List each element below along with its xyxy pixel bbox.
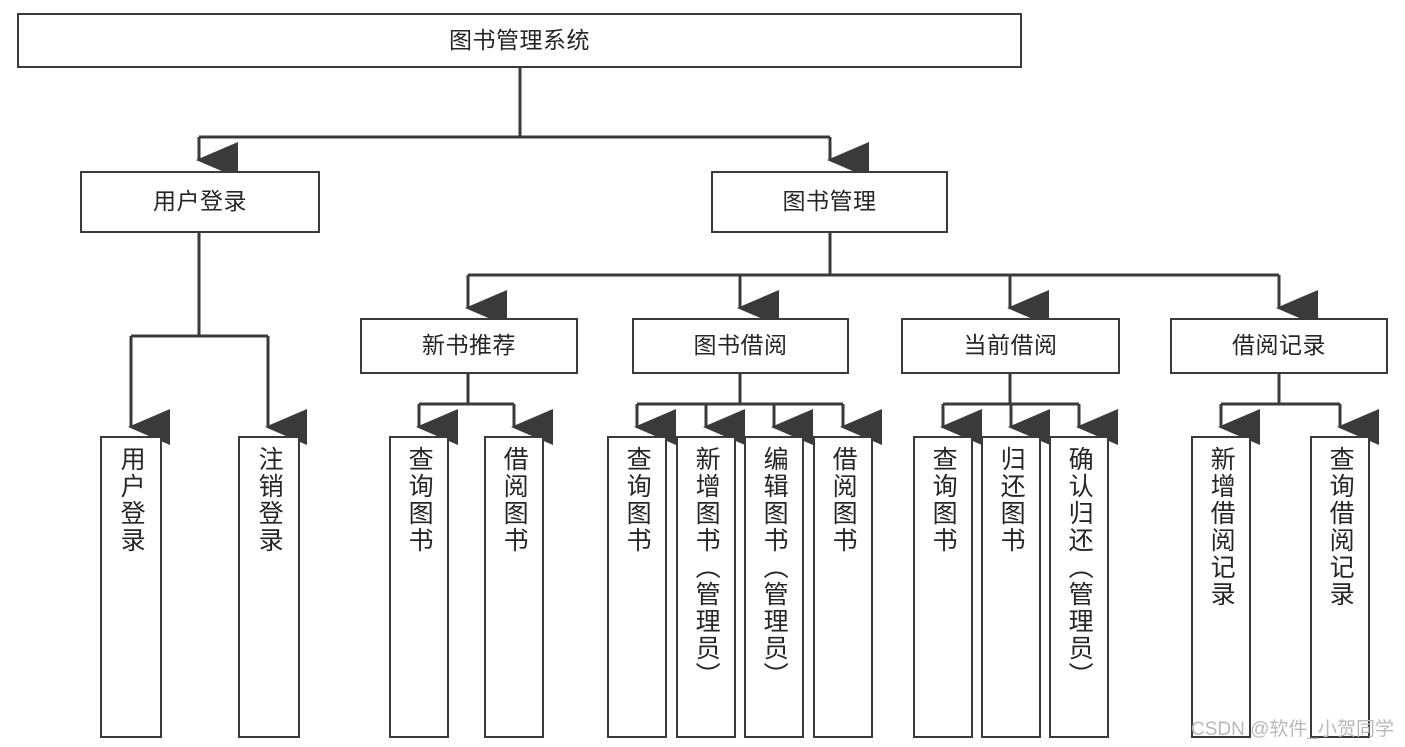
node-user-login-label: 用户登录 xyxy=(153,188,247,215)
node-book-manage-label: 图书管理 xyxy=(782,188,877,215)
node-leaf-borrow-book-1[interactable]: 借阅图书 xyxy=(484,436,544,738)
node-leaf-add-book-label: 新增图书（管理员） xyxy=(692,446,721,689)
node-book-borrow[interactable]: 图书借阅 xyxy=(632,318,849,374)
node-book-borrow-label: 图书借阅 xyxy=(693,332,788,359)
node-leaf-query-book-3[interactable]: 查询图书 xyxy=(913,436,973,738)
node-leaf-add-book[interactable]: 新增图书（管理员） xyxy=(676,436,736,738)
node-leaf-confirm-return[interactable]: 确认归还（管理员） xyxy=(1049,436,1109,738)
node-leaf-query-book-1-label: 查询图书 xyxy=(405,446,434,554)
node-leaf-return-book[interactable]: 归还图书 xyxy=(981,436,1041,738)
node-leaf-user-logout-label: 注销登录 xyxy=(255,446,284,554)
node-leaf-query-book-2[interactable]: 查询图书 xyxy=(607,436,667,738)
node-leaf-query-record-label: 查询借阅记录 xyxy=(1326,446,1355,608)
node-root[interactable]: 图书管理系统 xyxy=(17,13,1022,68)
node-leaf-borrow-book-2[interactable]: 借阅图书 xyxy=(813,436,873,738)
node-current-borrow-label: 当前借阅 xyxy=(963,332,1058,359)
node-borrow-record-label: 借阅记录 xyxy=(1232,332,1326,359)
node-current-borrow[interactable]: 当前借阅 xyxy=(901,318,1120,374)
node-new-book-recommend-label: 新书推荐 xyxy=(422,332,516,359)
node-leaf-query-record[interactable]: 查询借阅记录 xyxy=(1310,436,1370,738)
node-leaf-query-book-1[interactable]: 查询图书 xyxy=(389,436,449,738)
node-leaf-edit-book-label: 编辑图书（管理员） xyxy=(760,446,789,689)
node-user-login[interactable]: 用户登录 xyxy=(80,171,320,233)
node-leaf-query-book-2-label: 查询图书 xyxy=(623,446,652,554)
node-leaf-edit-book[interactable]: 编辑图书（管理员） xyxy=(744,436,804,738)
node-borrow-record[interactable]: 借阅记录 xyxy=(1170,318,1388,374)
node-leaf-return-book-label: 归还图书 xyxy=(997,446,1026,554)
node-leaf-user-login[interactable]: 用户登录 xyxy=(100,436,162,738)
node-leaf-confirm-return-label: 确认归还（管理员） xyxy=(1065,446,1094,689)
node-leaf-add-record[interactable]: 新增借阅记录 xyxy=(1191,436,1251,738)
node-new-book-recommend[interactable]: 新书推荐 xyxy=(360,318,578,374)
node-leaf-user-logout[interactable]: 注销登录 xyxy=(238,436,300,738)
node-leaf-user-login-label: 用户登录 xyxy=(117,446,146,554)
node-leaf-add-record-label: 新增借阅记录 xyxy=(1207,446,1236,608)
node-book-manage[interactable]: 图书管理 xyxy=(711,171,948,233)
node-leaf-query-book-3-label: 查询图书 xyxy=(929,446,958,554)
node-leaf-borrow-book-2-label: 借阅图书 xyxy=(829,446,858,554)
node-root-label: 图书管理系统 xyxy=(449,26,590,53)
node-leaf-borrow-book-1-label: 借阅图书 xyxy=(500,446,529,554)
